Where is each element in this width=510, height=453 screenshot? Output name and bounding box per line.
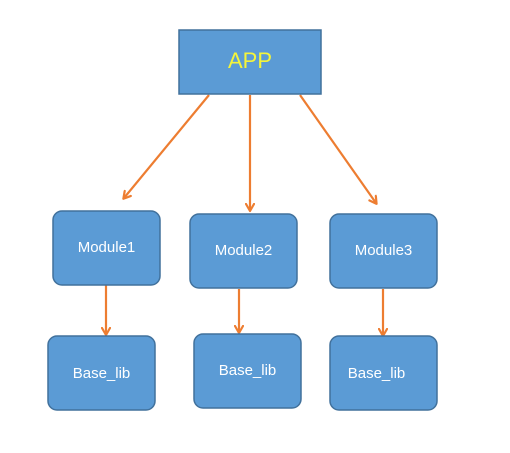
arrow-app-to-module1 (124, 94, 210, 198)
baselib3-node: Base_lib (329, 335, 438, 411)
app-node-box (178, 29, 322, 95)
baselib3-node-label: Base_lib (348, 365, 406, 382)
baselib1-node-box (47, 335, 156, 411)
module2-node-box (189, 213, 298, 289)
module1-node-box (52, 210, 161, 286)
baselib1-node-label: Base_lib (73, 365, 131, 382)
module2-node-label: Module2 (215, 242, 273, 259)
app-node-label: APP (228, 48, 272, 73)
module1-node: Module1 (52, 210, 161, 286)
module3-node-label: Module3 (355, 242, 413, 259)
module2-node: Module2 (189, 213, 298, 289)
app-node: APP (178, 29, 322, 95)
module1-node-label: Module1 (78, 239, 136, 256)
baselib1-node: Base_lib (47, 335, 156, 411)
baselib2-node-box (193, 333, 302, 409)
module3-node: Module3 (329, 213, 438, 289)
module3-node-box (329, 213, 438, 289)
baselib2-node: Base_lib (193, 333, 302, 409)
baselib3-node-box (329, 335, 438, 411)
arrow-app-to-module3 (299, 94, 376, 203)
baselib2-node-label: Base_lib (219, 362, 277, 379)
